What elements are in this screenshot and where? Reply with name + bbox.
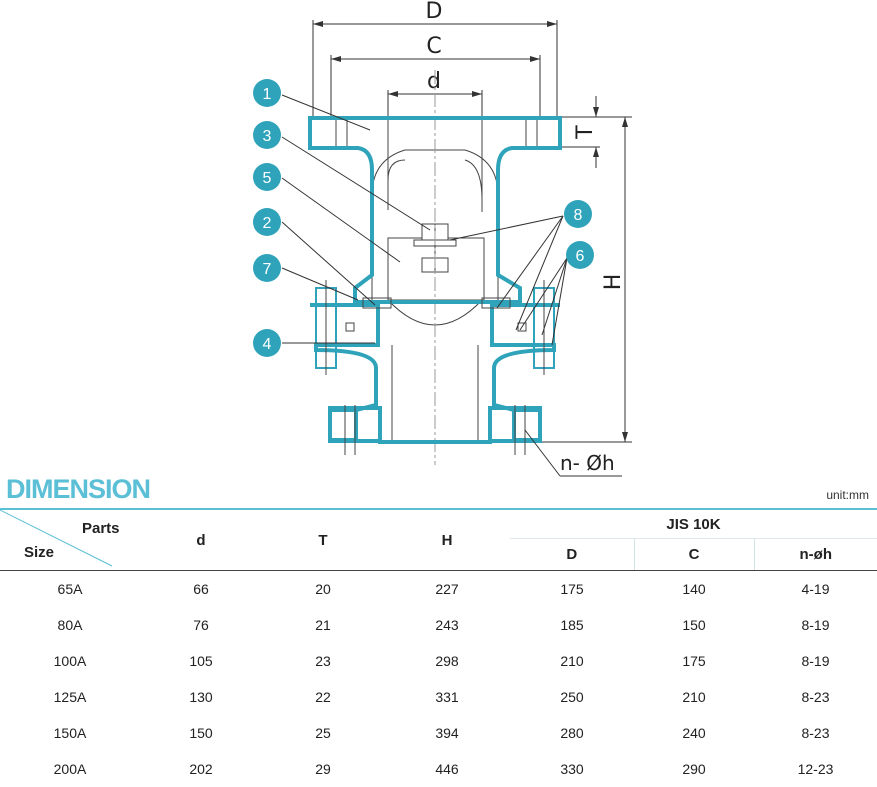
cell-D: 185 [510, 607, 634, 643]
header-group-jis: JIS 10K [510, 509, 877, 539]
cell-T: 29 [262, 751, 384, 787]
cell-d: 150 [140, 715, 262, 751]
callout-8: 8 [574, 207, 583, 224]
corner-parts-label: Parts [82, 520, 120, 537]
callout-3: 3 [263, 128, 272, 145]
cell-T: 20 [262, 571, 384, 608]
cell-C: 175 [634, 643, 754, 679]
callout-4: 4 [263, 336, 272, 353]
cell-size: 100A [0, 643, 140, 679]
cell-size: 150A [0, 715, 140, 751]
cell-H: 227 [384, 571, 510, 608]
callout-7: 7 [263, 261, 272, 278]
dim-label-D: D [426, 0, 443, 24]
dim-label-d: d [427, 69, 441, 94]
hole-spec-label: n- Øh [560, 451, 615, 475]
cell-H: 243 [384, 607, 510, 643]
cell-size: 80A [0, 607, 140, 643]
callout-2: 2 [263, 215, 272, 232]
cell-T: 23 [262, 643, 384, 679]
cell-nh: 4-19 [754, 571, 877, 608]
cell-D: 250 [510, 679, 634, 715]
unit-label: unit:mm [826, 488, 869, 502]
cell-H: 298 [384, 643, 510, 679]
dim-label-T: T [573, 125, 598, 140]
cell-nh: 8-23 [754, 715, 877, 751]
cell-C: 140 [634, 571, 754, 608]
cell-nh: 12-23 [754, 751, 877, 787]
header-D: D [510, 539, 634, 571]
section-title: DIMENSION [6, 474, 150, 505]
cell-C: 290 [634, 751, 754, 787]
dim-label-H: H [601, 274, 626, 291]
cell-d: 202 [140, 751, 262, 787]
callout-6: 6 [576, 248, 585, 265]
cell-nh: 8-23 [754, 679, 877, 715]
cell-D: 175 [510, 571, 634, 608]
cell-C: 210 [634, 679, 754, 715]
cell-H: 394 [384, 715, 510, 751]
cell-d: 76 [140, 607, 262, 643]
header-d: d [140, 509, 262, 571]
callout-5: 5 [263, 170, 272, 187]
dim-label-C: C [426, 34, 441, 59]
cell-nh: 8-19 [754, 607, 877, 643]
cell-size: 200A [0, 751, 140, 787]
corner-diagonal [0, 510, 140, 568]
cell-C: 150 [634, 607, 754, 643]
cell-T: 21 [262, 607, 384, 643]
callout-1: 1 [263, 86, 272, 103]
header-nh: n-øh [754, 539, 877, 571]
cell-H: 331 [384, 679, 510, 715]
cell-nh: 8-19 [754, 643, 877, 679]
cell-D: 330 [510, 751, 634, 787]
cell-size: 125A [0, 679, 140, 715]
header-H: H [384, 509, 510, 571]
valve-cross-section-drawing: D C d T H [0, 0, 877, 480]
cell-d: 130 [140, 679, 262, 715]
corner-header: Parts Size [0, 509, 140, 571]
header-T: T [262, 509, 384, 571]
cell-H: 446 [384, 751, 510, 787]
cell-C: 240 [634, 715, 754, 751]
cell-T: 22 [262, 679, 384, 715]
corner-size-label: Size [24, 544, 54, 561]
header-C: C [634, 539, 754, 571]
cell-T: 25 [262, 715, 384, 751]
cell-size: 65A [0, 571, 140, 608]
cell-d: 105 [140, 643, 262, 679]
cell-d: 66 [140, 571, 262, 608]
cell-D: 280 [510, 715, 634, 751]
cell-D: 210 [510, 643, 634, 679]
